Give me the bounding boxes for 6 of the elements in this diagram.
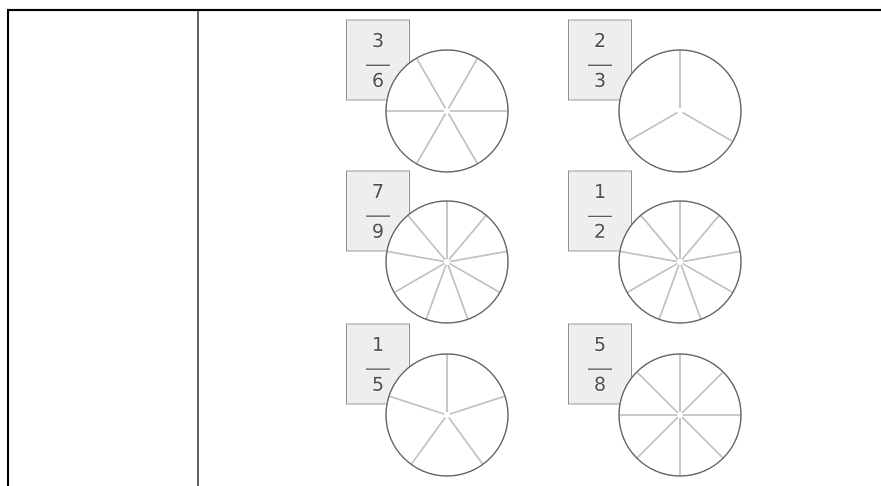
fraction-box: 5 8: [568, 324, 632, 404]
fraction-box: 2 3: [568, 20, 632, 100]
fraction-box: 1 2: [568, 170, 632, 252]
fraction-box: 3 6: [346, 20, 410, 100]
fraction-box: 7 9: [346, 170, 410, 252]
fraction-box: 1 5: [346, 324, 410, 404]
